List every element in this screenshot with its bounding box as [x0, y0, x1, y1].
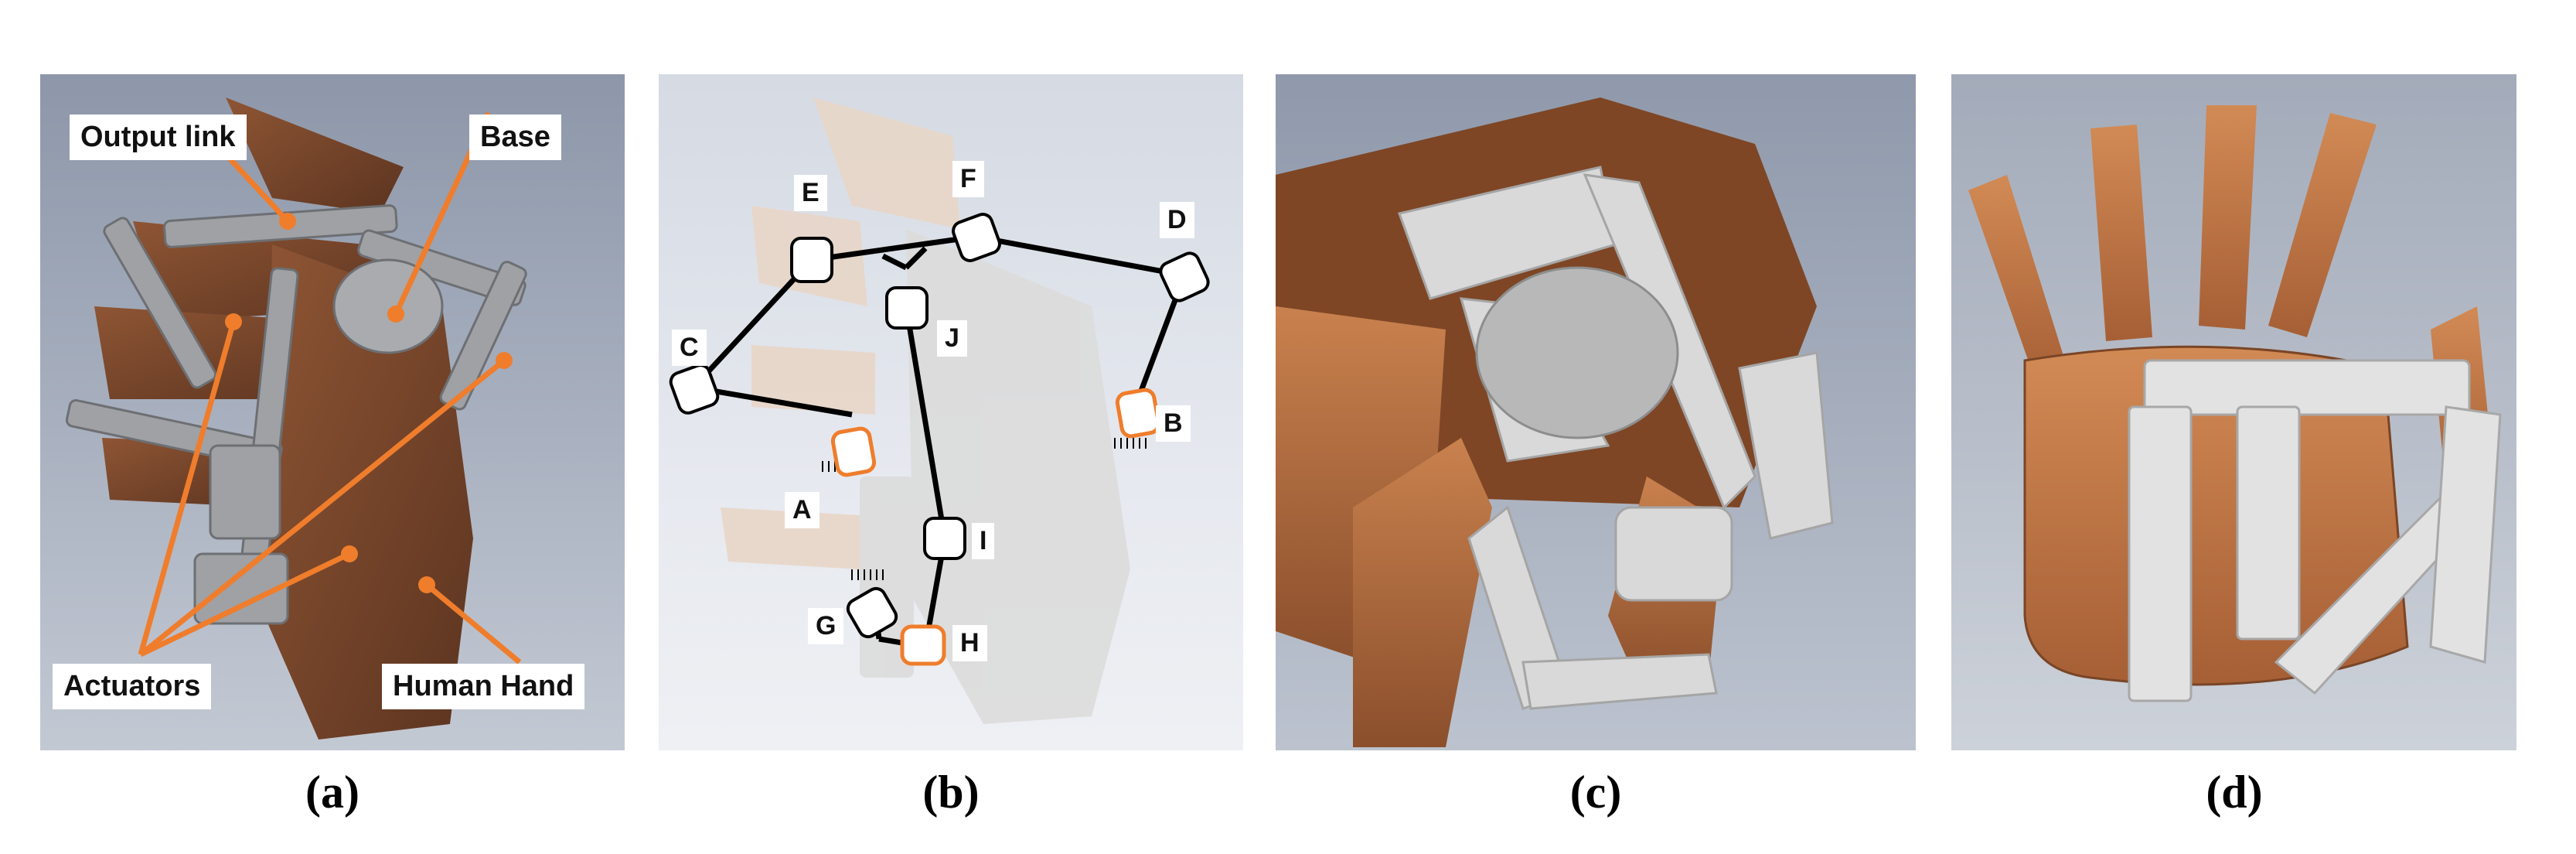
label-human-hand: Human Hand — [382, 664, 585, 709]
joint-label-g: G — [808, 608, 844, 644]
label-base: Base — [469, 114, 561, 160]
joint-label-i: I — [972, 523, 995, 559]
panel-a-render: Output link Base Actuators Human Hand — [40, 74, 625, 750]
caption-b: (b) — [922, 767, 980, 818]
joint-label-b: B — [1156, 405, 1191, 442]
caption-d: (d) — [2206, 767, 2263, 818]
panel-d-illustration — [1968, 105, 2502, 702]
joint-label-d: D — [1160, 202, 1194, 238]
caption-c: (c) — [1569, 767, 1622, 818]
joint-label-e: E — [794, 175, 827, 211]
panel-a-illustration — [65, 97, 527, 740]
panel-d-render — [1951, 74, 2516, 750]
panel-b-kinematic-diagram: A B C D E F G H I J — [659, 74, 1243, 750]
joint-label-f: F — [952, 161, 984, 197]
panel-c-render — [1276, 74, 1916, 750]
joint-label-j: J — [937, 320, 967, 357]
caption-a: (a) — [305, 767, 359, 818]
joint-label-a: A — [785, 492, 819, 528]
joint-label-c: C — [672, 330, 707, 366]
label-output-link: Output link — [70, 114, 247, 160]
panel-c-illustration — [1276, 97, 1834, 747]
label-actuators: Actuators — [53, 664, 212, 709]
joint-label-h: H — [952, 625, 987, 661]
